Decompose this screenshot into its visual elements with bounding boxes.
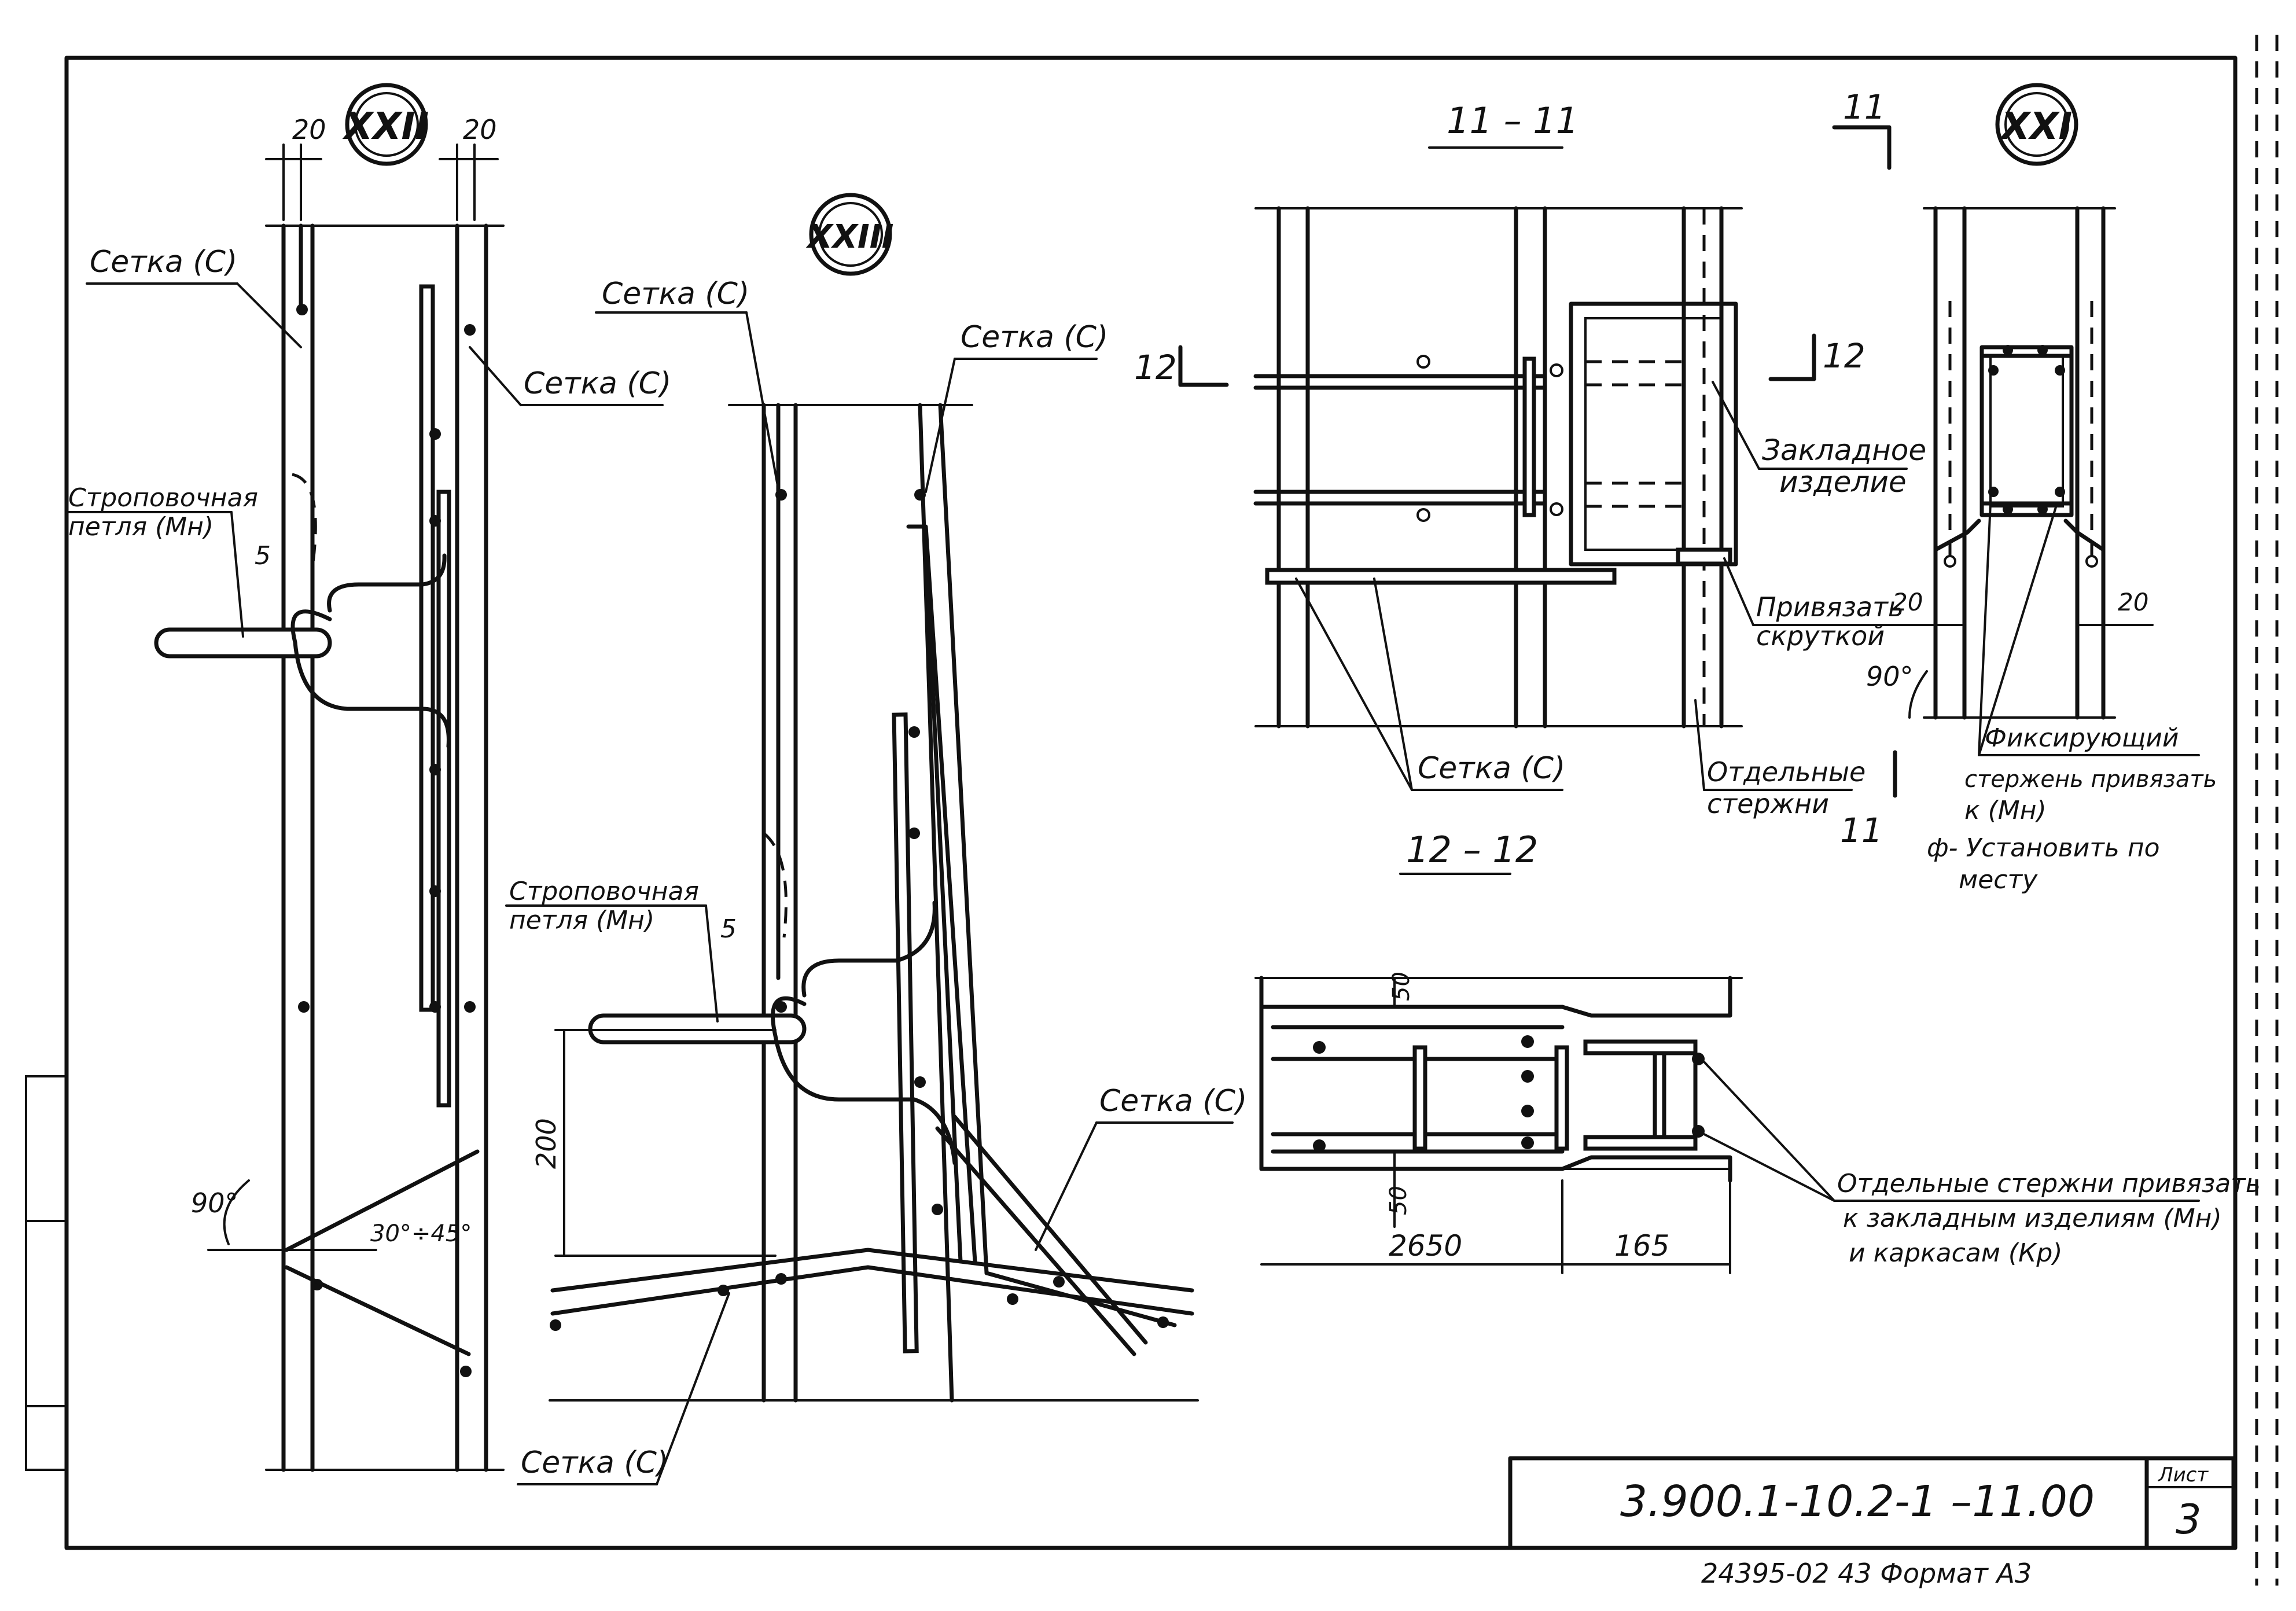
mesh-label-left-2: Сетка (С) [524, 366, 671, 401]
stamp-xxiii: XXIII [806, 193, 894, 276]
embedded-label-2: изделие [1779, 465, 1907, 499]
mesh-label-section-11: Сетка (С) [1418, 751, 1565, 786]
rods-label-1: Отдельные [1707, 756, 1866, 788]
dim-2650: 2650 [1389, 1229, 1462, 1263]
section-12-12: 12 – 12 50 50 2650 165 [1254, 829, 2261, 1274]
sheet-label: Лист [2157, 1463, 2209, 1487]
rods-label-2: стержни [1707, 788, 1829, 819]
dim-200: 200 [531, 1118, 562, 1169]
phi-label-2: месту [1959, 865, 2038, 895]
mesh-label-middle-1: Сетка (С) [602, 277, 749, 311]
stamp-xxiii-label: XXIII [806, 218, 894, 256]
section-11-title: 11 – 11 [1447, 100, 1578, 142]
section-12-note-3: и каркасам (Кр) [1849, 1238, 2062, 1268]
cut-12-left: 12 [1134, 348, 1177, 387]
fix-label-1: Фиксирующий [1985, 723, 2179, 753]
cut-11-bottom: 11 [1840, 811, 1883, 850]
mesh-label-middle-2: Сетка (С) [961, 320, 1108, 355]
loop-label-middle-1: Строповочная [509, 877, 699, 906]
section-12-note-1: Отдельные стержни привязать [1837, 1169, 2261, 1198]
cut-12-right: 12 [1823, 336, 1866, 376]
footer-text: 24395-02 43 Формат А3 [1701, 1558, 2032, 1589]
dim-50-bottom: 50 [1385, 1186, 1412, 1215]
tie-label-1: Привязать [1756, 591, 1904, 623]
section-11-11: 11 – 11 12 12 Закл [1134, 100, 1926, 850]
stamp-xxii-label: XXII [342, 105, 429, 148]
dim-165: 165 [1614, 1229, 1669, 1263]
sheet-number: 3 [2176, 1496, 2202, 1543]
dim-20-xxi-right: 20 [2118, 588, 2148, 616]
doc-code: 3.900.1-10.2-1 –11.00 [1620, 1477, 2095, 1527]
dim-20-xxi-left: 20 [1892, 588, 1923, 616]
loop-label-middle-2: петля (Мн) [509, 906, 654, 935]
title-block: 3.900.1-10.2-1 –11.00 Лист 3 24395-02 43… [1508, 1456, 2236, 1589]
mesh-label-left-1: Сетка (С) [90, 245, 237, 279]
embedded-item [1569, 301, 1738, 567]
dim-50-top: 50 [1388, 972, 1415, 1001]
dim-20-left: 20 [292, 114, 326, 145]
embedded-label-1: Закладное [1762, 433, 1926, 467]
angle-90-xxi: 90° [1866, 661, 1914, 692]
sheet-frame [25, 35, 2279, 1586]
loop-label-left-2: петля (Мн) [68, 512, 214, 542]
angle-range: 30°÷45° [370, 1220, 472, 1247]
loop-label-left-1: Строповочная [68, 483, 258, 513]
cut-11-top: 11 [1843, 87, 1886, 127]
fix-label-3: к (Мн) [1964, 796, 2047, 825]
mesh-label-middle-3: Сетка (С) [1099, 1084, 1247, 1119]
stamp-xxi-label: XXI [1999, 105, 2073, 148]
fix-label-2: стержень привязать [1964, 766, 2217, 793]
detail-xxiii: XXIII [505, 193, 1247, 1485]
stamp-xxii: XXII [342, 83, 429, 166]
section-12-title: 12 – 12 [1406, 829, 1538, 871]
phi-label-1: ф- Установить по [1927, 833, 2160, 863]
dim-20-right: 20 [463, 114, 497, 145]
section-12-note-2: к закладным изделиям (Мн) [1843, 1204, 2222, 1233]
angle-90-left: 90° [191, 1187, 238, 1219]
detail-xxii: XXII 20 20 [65, 83, 671, 1472]
dim-5-left: 5 [255, 541, 271, 571]
mesh-label-middle-4: Сетка (С) [521, 1446, 668, 1480]
stamp-xxi: XXI [1995, 83, 2078, 166]
detail-xxi: XXI 11 20 20 90° Фик [1832, 83, 2217, 895]
dim-5-middle: 5 [720, 914, 737, 944]
